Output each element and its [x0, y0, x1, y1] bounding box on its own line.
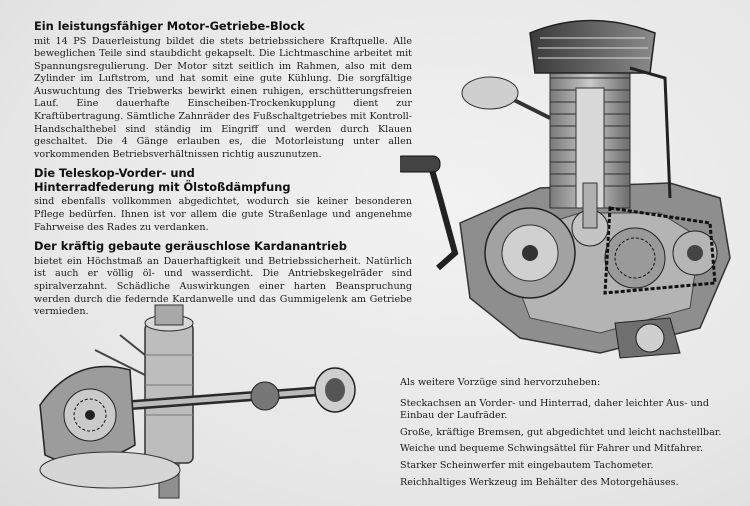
engine-gearbox-cutaway-icon [400, 8, 745, 368]
list-item: Steckachsen an Vorder- und Hinterrad, da… [400, 397, 709, 422]
section-text: bietet ein Höchstmaß an Dauerhaftigkeit … [34, 255, 412, 318]
list-item: Große, kräftige Bremsen, gut abgedichtet… [400, 426, 722, 438]
advantages-list: Als weitere Vorzüge sind hervorzuheben: … [400, 377, 730, 493]
section-text: sind ebenfalls vollkommen abgedichtet, w… [34, 196, 412, 233]
section-cardan: Der kräftig gebaute geräuschlose Kardana… [34, 240, 412, 318]
text-column: Ein leistungsfähiger Motor-Getriebe-Bloc… [34, 19, 412, 325]
section-heading: Die Teleskop-Vorder- und Hinterradfederu… [34, 166, 291, 194]
advantages-intro: Als weitere Vorzüge sind hervorzuheben: [400, 377, 601, 388]
section-text: mit 14 PS Dauerleistung bildet die stets… [34, 35, 412, 160]
cardan-drive-cutaway-icon [35, 295, 380, 500]
section-heading: Ein leistungsfähiger Motor-Getriebe-Bloc… [34, 19, 305, 33]
section-engine: Ein leistungsfähiger Motor-Getriebe-Bloc… [34, 19, 412, 161]
section-heading: Der kräftig gebaute geräuschlose Kardana… [34, 239, 347, 254]
list-item: Weiche und bequeme Schwingsättel für Fah… [400, 443, 703, 455]
list-item: Reichhaltiges Werkzeug im Behälter des M… [400, 476, 679, 488]
list-item: Starker Scheinwerfer mit eingebautem Tac… [400, 459, 654, 471]
section-suspension: Die Teleskop-Vorder- und Hinterradfederu… [34, 167, 412, 234]
